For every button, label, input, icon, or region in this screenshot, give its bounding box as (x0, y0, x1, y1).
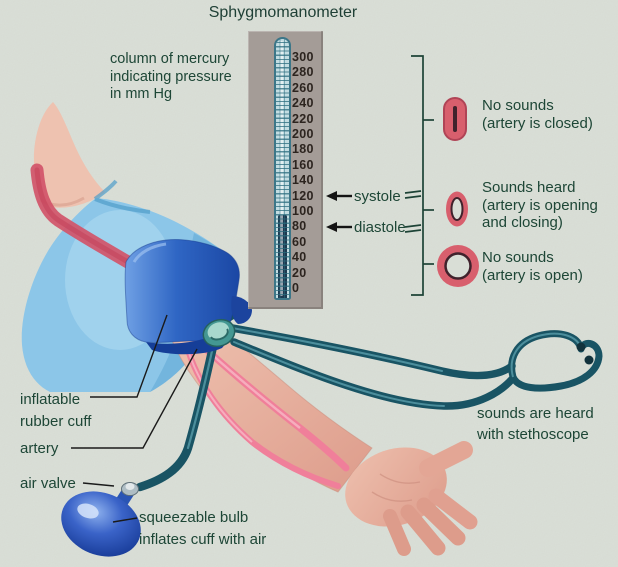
systole-arrow-icon (326, 191, 352, 201)
neck-and-chin (33, 102, 105, 208)
scale-tick-label: 260 (292, 81, 314, 95)
scale-tick-label: 40 (292, 250, 307, 264)
mercury-tube (274, 37, 291, 300)
artery-closed-icon (443, 97, 467, 141)
diastole-label: diastole (354, 219, 406, 236)
mercury-gauge: 300 280 260 240 220 200 180 160 140 120 … (248, 31, 323, 309)
leader-lines (71, 314, 198, 523)
thumb (419, 441, 473, 477)
scale-tick-label: 80 (292, 219, 307, 233)
scale-tick-label: 280 (292, 65, 314, 79)
diastole-level-marks (404, 224, 422, 233)
scale-tick-label: 0 (292, 281, 300, 295)
note-line: in mm Hg (110, 86, 173, 102)
artery-leader (71, 348, 198, 449)
scale-tick-label: 140 (292, 173, 314, 187)
scale-tick-label: 60 (292, 235, 307, 249)
legend-artery-closed: No sounds (artery is closed) (482, 97, 593, 132)
earpiece-tip (576, 342, 586, 352)
scale-tick-label: 20 (292, 266, 307, 280)
callout-line: inflatable (20, 391, 81, 408)
artery-opening-icon (446, 191, 468, 227)
callout-line: squeezable bulb (139, 509, 249, 526)
inflatable-cuff (124, 239, 252, 355)
scale-tick-label: 220 (292, 112, 314, 126)
hand (345, 441, 478, 556)
callout-line: rubber cuff (20, 412, 92, 430)
stethoscope-head (202, 318, 236, 348)
artery-open-icon (437, 245, 479, 287)
legend-line: No sounds (482, 249, 554, 266)
callout-line: inflates cuff with air (139, 530, 267, 548)
scale-tick-label: 120 (292, 189, 314, 203)
legend-line: (artery is closed) (482, 114, 593, 132)
finger-index (428, 488, 478, 530)
bulb-callout: squeezable bulb inflates cuff with air (139, 507, 266, 550)
finger-ring (400, 504, 446, 556)
palm-creases (371, 473, 421, 502)
legend-artery-opening: Sounds heard (artery is opening and clos… (482, 179, 598, 232)
bulb-highlight (77, 503, 99, 519)
diagram-title: Sphygmomanometer (208, 4, 358, 21)
bulb-leader (112, 517, 138, 523)
scale-tick-label: 300 (292, 50, 314, 64)
note-line: indicating pressure (110, 68, 232, 85)
artery-callout: artery (20, 440, 59, 457)
legend-line: No sounds (482, 97, 554, 114)
mercury-column-note: column of mercury indicating pressure in… (110, 51, 232, 104)
scale-tick-label: 200 (292, 127, 314, 141)
air-valve (121, 482, 139, 496)
tube-tick-hatching (276, 39, 289, 298)
cuff-highlight (132, 242, 167, 263)
legend-artery-open: No sounds (artery is open) (482, 249, 583, 284)
earpiece-tip (584, 355, 594, 365)
finger-pinky (383, 509, 411, 556)
scale-tick-label: 100 (292, 204, 314, 218)
scale-tick-label: 180 (292, 142, 314, 156)
squeezable-bulb (61, 485, 141, 557)
diastole-arrow-icon (326, 222, 352, 232)
scale-tick-label: 160 (292, 158, 314, 172)
air-valve-callout: air valve (20, 475, 76, 492)
legend-line: Sounds heard (482, 179, 576, 196)
systole-label: systole (354, 188, 401, 205)
legend-line: (artery is opening (482, 196, 598, 214)
cuff-callout: inflatable rubber cuff (20, 389, 91, 432)
legend-line: (artery is open) (482, 266, 583, 284)
stethoscope-callout: sounds are heard with stethoscope (477, 403, 594, 445)
systole-level-marks (404, 190, 422, 199)
shirt-collar (93, 179, 151, 214)
stethoscope-earpieces (508, 330, 603, 392)
cuff-connector (231, 296, 252, 324)
cuff-leader (90, 314, 168, 398)
legend-line: and closing) (482, 214, 563, 231)
scale-tick-label: 240 (292, 96, 314, 110)
valve-leader (82, 482, 115, 487)
pressure-range-bracket (404, 55, 434, 296)
finger-middle (416, 497, 466, 546)
callout-line: sounds are heard (477, 405, 594, 422)
cuff-fold (146, 326, 230, 355)
note-line: column of mercury (110, 51, 230, 67)
callout-line: with stethoscope (477, 426, 589, 443)
